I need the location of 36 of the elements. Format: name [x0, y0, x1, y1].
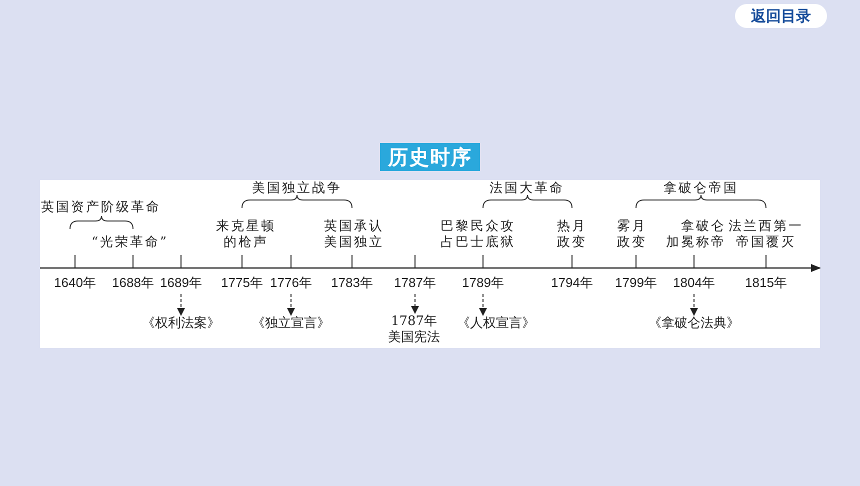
year-label: 1689年	[160, 274, 202, 292]
year-label: 1789年	[462, 274, 504, 292]
event-label: 法兰西第一帝国覆灭	[728, 219, 804, 251]
year-label: 1783年	[331, 274, 373, 292]
year-label: 1776年	[270, 274, 312, 292]
document-label: 《独立宣言》	[241, 316, 341, 332]
year-label: 1794年	[551, 274, 593, 292]
document-label: 《人权宣言》	[446, 316, 546, 332]
document-label: 《权利法案》	[126, 316, 236, 332]
period-label: 法国大革命	[488, 181, 566, 197]
year-label: 1804年	[673, 274, 715, 292]
year-label: 1775年	[221, 274, 263, 292]
event-label: 英国资产阶级革命	[40, 200, 162, 216]
event-label: 来克星顿的枪声	[216, 219, 276, 251]
event-label: 热月政变	[556, 219, 588, 251]
year-label: 1787年	[394, 274, 436, 292]
dashed-arrow	[177, 294, 185, 316]
period-label: 拿破仑帝国	[662, 181, 740, 197]
event-label: “光荣革命”	[90, 235, 170, 251]
title-banner: 历史时序	[380, 143, 480, 171]
period-label: 美国独立战争	[251, 181, 343, 197]
event-label: 英国承认美国独立	[324, 219, 384, 251]
event-label: 拿破仑加冕称帝	[666, 219, 726, 251]
dashed-arrow	[287, 294, 295, 316]
event-label: 巴黎民众攻占巴士底狱	[440, 219, 516, 251]
dashed-arrow	[690, 294, 698, 316]
year-label: 1799年	[615, 274, 657, 292]
back-to-contents-button: 返回目录	[735, 4, 827, 28]
document-label: 《拿破仑法典》	[629, 316, 759, 332]
year-label: 1815年	[745, 274, 787, 292]
year-label: 1688年	[112, 274, 154, 292]
year-label: 1640年	[54, 274, 96, 292]
document-label: 1787年美国宪法	[385, 314, 443, 346]
event-label: 雾月政变	[616, 219, 648, 251]
dashed-arrow	[479, 294, 487, 316]
dashed-arrow	[411, 294, 419, 314]
